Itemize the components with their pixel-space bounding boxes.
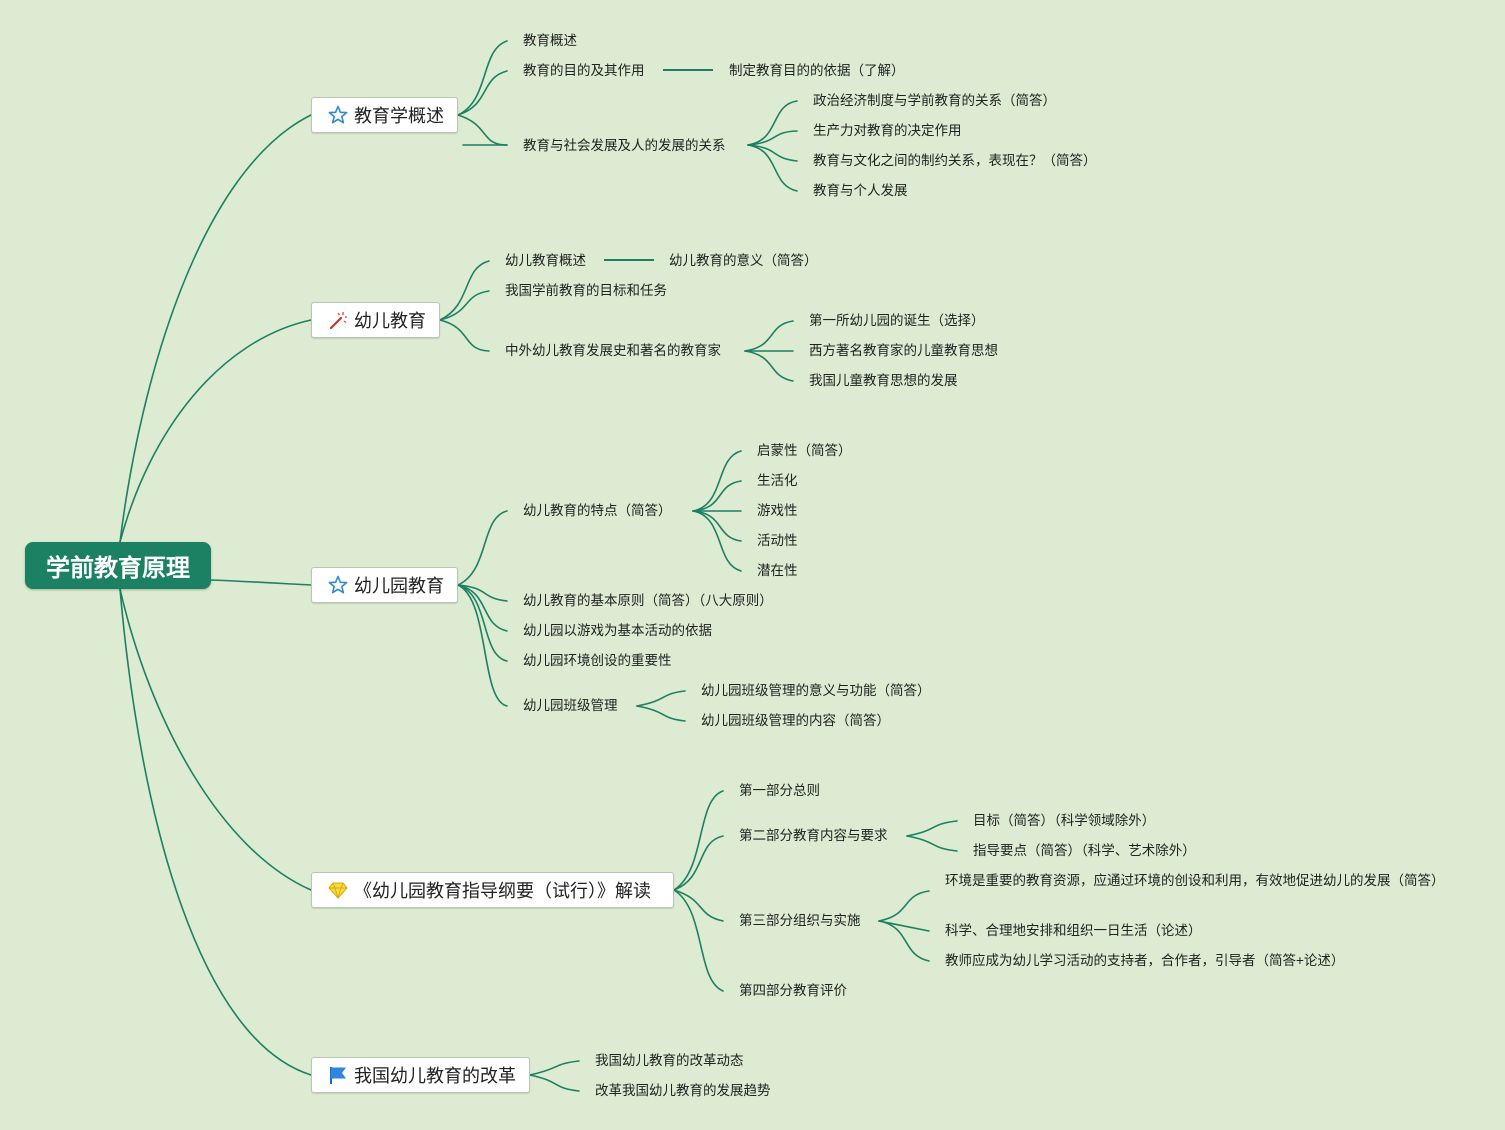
- section-topic[interactable]: 幼儿教育: [311, 302, 440, 338]
- star-icon: [328, 105, 348, 125]
- topic[interactable]: 教育与社会发展及人的发展的关系: [523, 138, 726, 153]
- subtopic[interactable]: 启蒙性（简答）: [757, 443, 852, 458]
- topic[interactable]: 第一部分总则: [739, 783, 820, 798]
- subtopic[interactable]: 指导要点（简答）（科学、艺术除外）: [973, 843, 1196, 858]
- section-label: 幼儿教育: [354, 311, 426, 331]
- section-label: 《幼儿园教育指导纲要（试行）》解读: [354, 881, 651, 901]
- connector-bar: [663, 69, 713, 71]
- subtopic[interactable]: 幼儿园班级管理的内容（简答）: [701, 713, 890, 728]
- topic[interactable]: 第三部分组织与实施: [739, 913, 861, 928]
- subtopic[interactable]: 教育与文化之间的制约关系，表现在？（简答）: [813, 153, 1097, 168]
- topic[interactable]: 我国学前教育的目标和任务: [505, 283, 667, 298]
- section-label: 我国幼儿教育的改革: [354, 1066, 516, 1086]
- subtopic[interactable]: 潜在性: [757, 563, 798, 578]
- subtopic[interactable]: 活动性: [757, 533, 798, 548]
- section-label: 教育学概述: [354, 106, 444, 126]
- subtopic[interactable]: 科学、合理地安排和组织一日生活（论述）: [945, 923, 1202, 938]
- topic[interactable]: 幼儿园班级管理: [523, 698, 618, 713]
- subtopic[interactable]: 游戏性: [757, 503, 798, 518]
- subtopic[interactable]: 教育与个人发展: [813, 183, 908, 198]
- subtopic[interactable]: 幼儿教育的意义（简答）: [669, 253, 818, 268]
- subtopic[interactable]: 制定教育目的的依据（了解）: [729, 63, 905, 78]
- magic-wand-icon: [328, 310, 348, 330]
- topic[interactable]: 中外幼儿教育发展史和著名的教育家: [505, 343, 721, 358]
- topic[interactable]: 幼儿园以游戏为基本活动的依据: [523, 623, 712, 638]
- section-topic[interactable]: 幼儿园教育: [311, 567, 458, 603]
- subtopic[interactable]: 生产力对教育的决定作用: [813, 123, 962, 138]
- subtopic[interactable]: 第一所幼儿园的诞生（选择）: [809, 313, 985, 328]
- topic[interactable]: 我国幼儿教育的改革动态: [595, 1053, 744, 1068]
- subtopic[interactable]: 教师应成为幼儿学习活动的支持者，合作者，引导者（简答+论述）: [945, 953, 1345, 968]
- subtopic[interactable]: 生活化: [757, 473, 798, 488]
- connector-bar: [604, 259, 654, 261]
- section-label: 幼儿园教育: [354, 576, 444, 596]
- subtopic[interactable]: 环境是重要的教育资源，应通过环境的创设和利用，有效地促进幼儿的发展（简答）: [945, 873, 1445, 888]
- topic[interactable]: 第四部分教育评价: [739, 983, 847, 998]
- section-topic[interactable]: 我国幼儿教育的改革: [311, 1057, 530, 1093]
- topic[interactable]: 第二部分教育内容与要求: [739, 828, 888, 843]
- subtopic[interactable]: 我国儿童教育思想的发展: [809, 373, 958, 388]
- star-icon: [328, 575, 348, 595]
- subtopic[interactable]: 幼儿园班级管理的意义与功能（简答）: [701, 683, 931, 698]
- flag-icon: [328, 1065, 348, 1085]
- root-topic[interactable]: 学前教育原理: [25, 542, 211, 589]
- topic[interactable]: 幼儿教育概述: [505, 253, 586, 268]
- topic[interactable]: 幼儿教育的基本原则（简答）（八大原则）: [523, 593, 773, 608]
- diamond-icon: [328, 880, 348, 900]
- topic[interactable]: 幼儿教育的特点（简答）: [523, 503, 672, 518]
- section-topic[interactable]: 教育学概述: [311, 97, 458, 133]
- subtopic[interactable]: 政治经济制度与学前教育的关系（简答）: [813, 93, 1056, 108]
- topic[interactable]: 改革我国幼儿教育的发展趋势: [595, 1083, 771, 1098]
- subtopic[interactable]: 目标（简答）（科学领域除外）: [973, 813, 1156, 828]
- topic[interactable]: 幼儿园环境创设的重要性: [523, 653, 672, 668]
- subtopic[interactable]: 西方著名教育家的儿童教育思想: [809, 343, 998, 358]
- topic[interactable]: 教育概述: [523, 33, 577, 48]
- section-topic[interactable]: 《幼儿园教育指导纲要（试行）》解读: [311, 872, 674, 908]
- topic[interactable]: 教育的目的及其作用: [523, 63, 645, 78]
